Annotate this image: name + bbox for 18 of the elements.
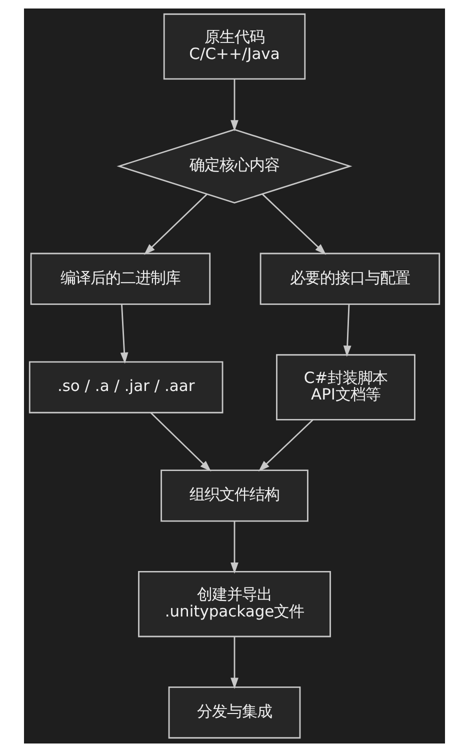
arrow: [258, 419, 313, 472]
arrow: [342, 304, 351, 357]
node-box: 创建并导出 .unitypackage文件: [138, 571, 330, 638]
arrow: [230, 521, 238, 574]
arrow: [230, 79, 238, 132]
arrow: [230, 636, 238, 690]
arrow: [120, 304, 128, 364]
node-box: 编译后的二进制库: [30, 252, 210, 305]
node-box: .so / .a / .jar / .aar: [28, 361, 223, 414]
arrow: [150, 412, 211, 472]
node-box: 原生代码 C/C++/Java: [162, 13, 306, 80]
arrow: [143, 194, 207, 255]
node-box: 组织文件结构: [160, 470, 308, 522]
node-box: 必要的接口与配置: [259, 252, 440, 305]
node-diamond: 确定核心内容: [116, 128, 352, 204]
arrow: [261, 194, 326, 255]
node-box: C#封装脚本 API文档等: [276, 354, 415, 420]
node-box: 分发与集成: [168, 686, 300, 739]
